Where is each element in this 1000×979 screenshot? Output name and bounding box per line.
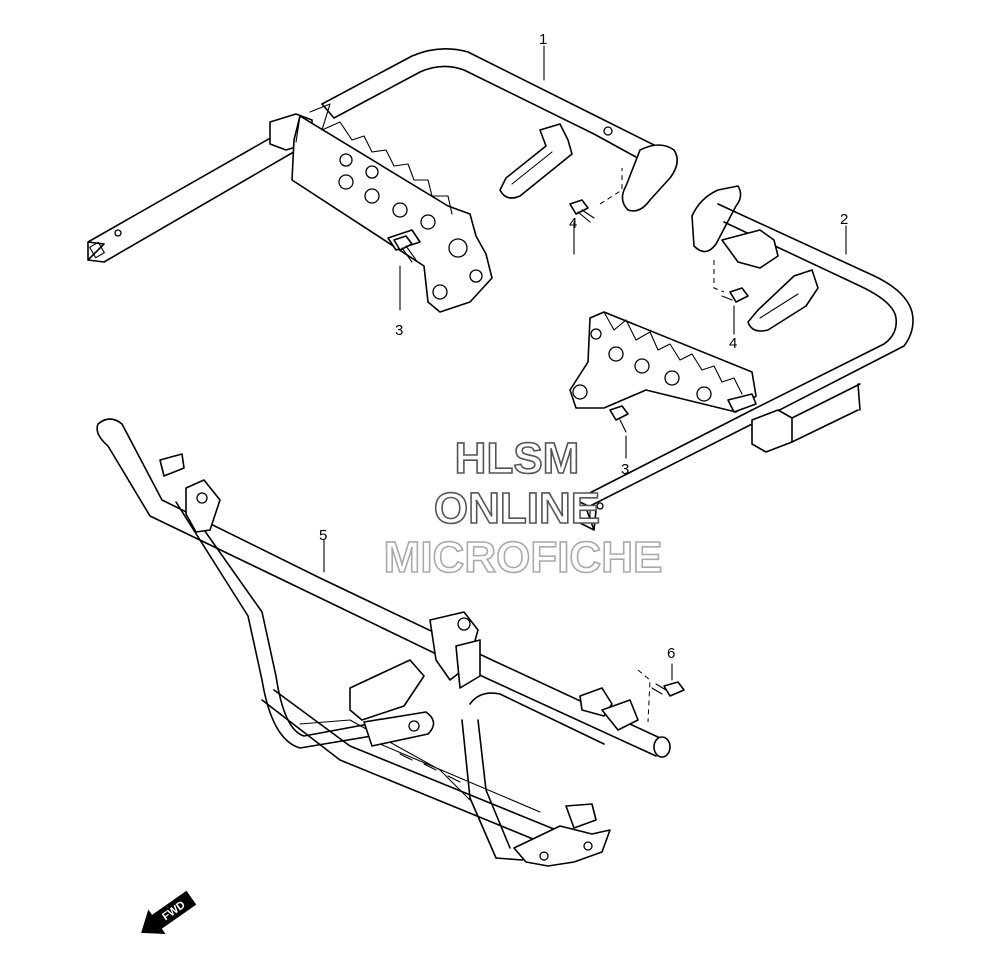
fastener-3-right-bolt xyxy=(609,405,629,459)
fastener-4-left-bolt xyxy=(569,168,623,255)
leader-lines xyxy=(323,45,847,573)
fastener-6-bolt xyxy=(637,663,685,723)
part-5-front-guard-frame xyxy=(96,418,671,867)
callout-part-3-left: 3 xyxy=(395,322,403,339)
fastener-4-right-bolt xyxy=(713,260,749,335)
fastener-3-left-bolt xyxy=(393,235,417,311)
callout-part-3-right: 3 xyxy=(621,461,629,478)
forward-direction-indicator: FWD xyxy=(141,890,197,935)
part-1-left-footrest-bracket xyxy=(87,48,678,313)
callout-part-5: 5 xyxy=(319,527,327,544)
watermark-line-2: ONLINE xyxy=(434,484,600,533)
callout-part-4-right: 4 xyxy=(729,335,737,352)
callout-part-4-left: 4 xyxy=(569,215,577,232)
watermark-line-1: HLSM xyxy=(455,434,580,483)
callout-part-1: 1 xyxy=(539,31,547,48)
watermark: HLSM ONLINE MICROFICHE xyxy=(383,433,663,583)
callout-part-6: 6 xyxy=(667,645,675,662)
fwd-arrow-icon xyxy=(141,890,197,935)
callout-part-2: 2 xyxy=(840,211,848,228)
watermark-line-3: MICROFICHE xyxy=(384,533,663,582)
part-2-right-footrest-bracket xyxy=(569,185,914,531)
